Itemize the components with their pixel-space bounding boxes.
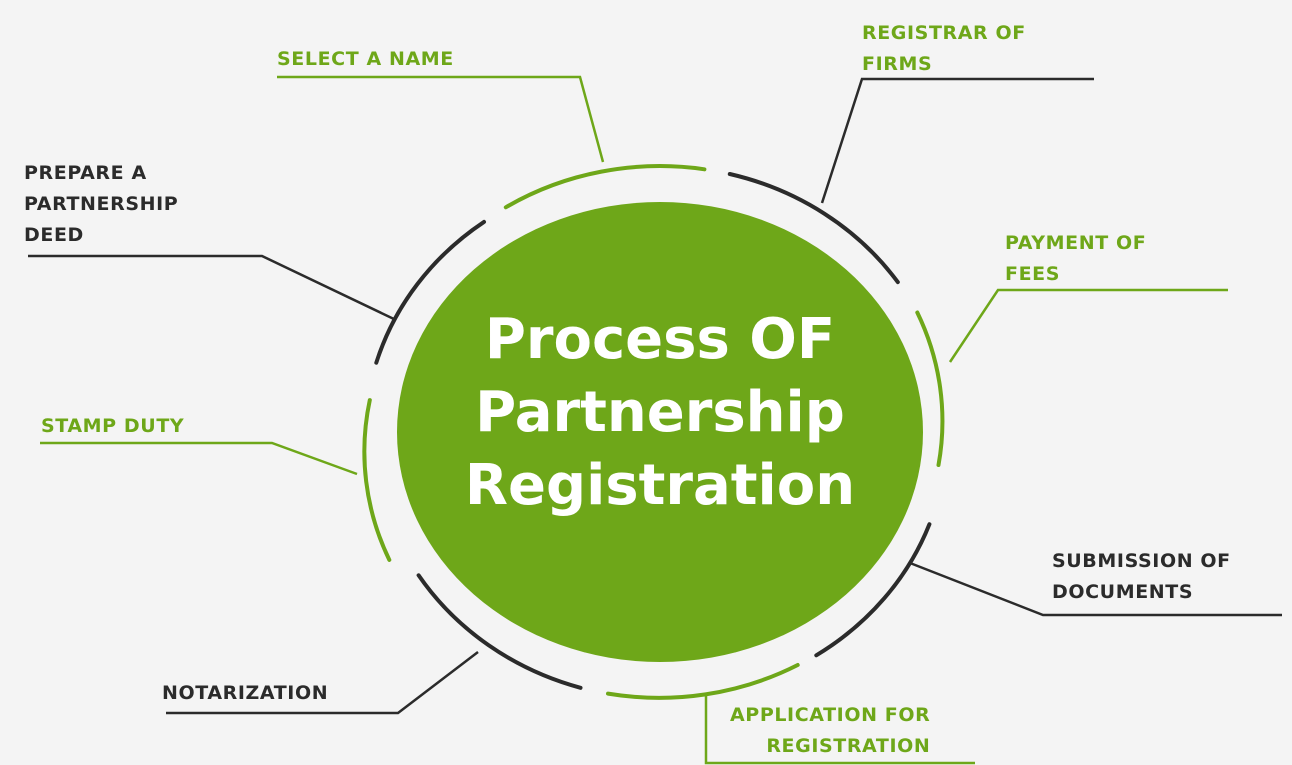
step-label-payment-of-fees: PAYMENT OF FEES [1005,228,1146,290]
connector-submission [909,561,1282,617]
step-label-line: PREPARE A [24,162,147,184]
step-label-line: APPLICATION FOR [730,704,931,726]
step-label-line: FEES [1005,263,1061,285]
step-label-line: REGISTRAR OF [862,22,1026,44]
ring-arc-bottom-right [814,522,932,658]
connector-payment [948,288,1228,363]
step-label-line: SUBMISSION OF [1052,550,1231,572]
diagram-title: Process OF Partnership Registration [398,303,922,522]
step-label-line: FIRMS [862,53,933,75]
step-label-line: DOCUMENTS [1052,581,1194,603]
step-label-select-name: SELECT A NAME [277,44,454,75]
ring-arc-top [503,164,707,210]
step-label-line: PARTNERSHIP [24,193,179,215]
step-label-line: PAYMENT OF [1005,232,1147,254]
ring-arc-bottom [606,663,800,700]
step-label-submission-of-documents: SUBMISSION OF DOCUMENTS [1052,546,1231,608]
connector-application [704,693,975,765]
ring-arc-left [362,398,392,562]
step-label-stamp-duty: STAMP DUTY [41,411,184,442]
step-label-line: NOTARIZATION [162,682,329,704]
ring-arc-right [915,310,945,467]
ring-arc-top-right [727,172,900,285]
title-line: Partnership [475,380,845,445]
step-label-line: DEED [24,224,84,246]
connector-select-name [277,75,605,163]
connector-prepare-deed [28,254,397,322]
step-label-line: REGISTRATION [766,735,931,757]
connector-registrar [820,77,1094,204]
step-label-prepare-deed: PREPARE A PARTNERSHIP DEED [24,158,178,251]
step-label-line: STAMP DUTY [41,415,185,437]
step-label-line: SELECT A NAME [277,48,454,70]
step-label-application-for-registration: APPLICATION FOR REGISTRATION [730,700,930,762]
step-label-notarization: NOTARIZATION [162,678,328,709]
title-line: Process OF [484,307,836,372]
ring-arc-top-left [374,219,486,365]
step-label-registrar-of-firms: REGISTRAR OF FIRMS [862,18,1026,80]
connector-stamp-duty [40,441,358,476]
connector-notarization [166,651,479,715]
ring-arc-bottom-left [416,573,583,690]
center-circle [397,202,923,662]
title-line: Registration [464,453,856,518]
